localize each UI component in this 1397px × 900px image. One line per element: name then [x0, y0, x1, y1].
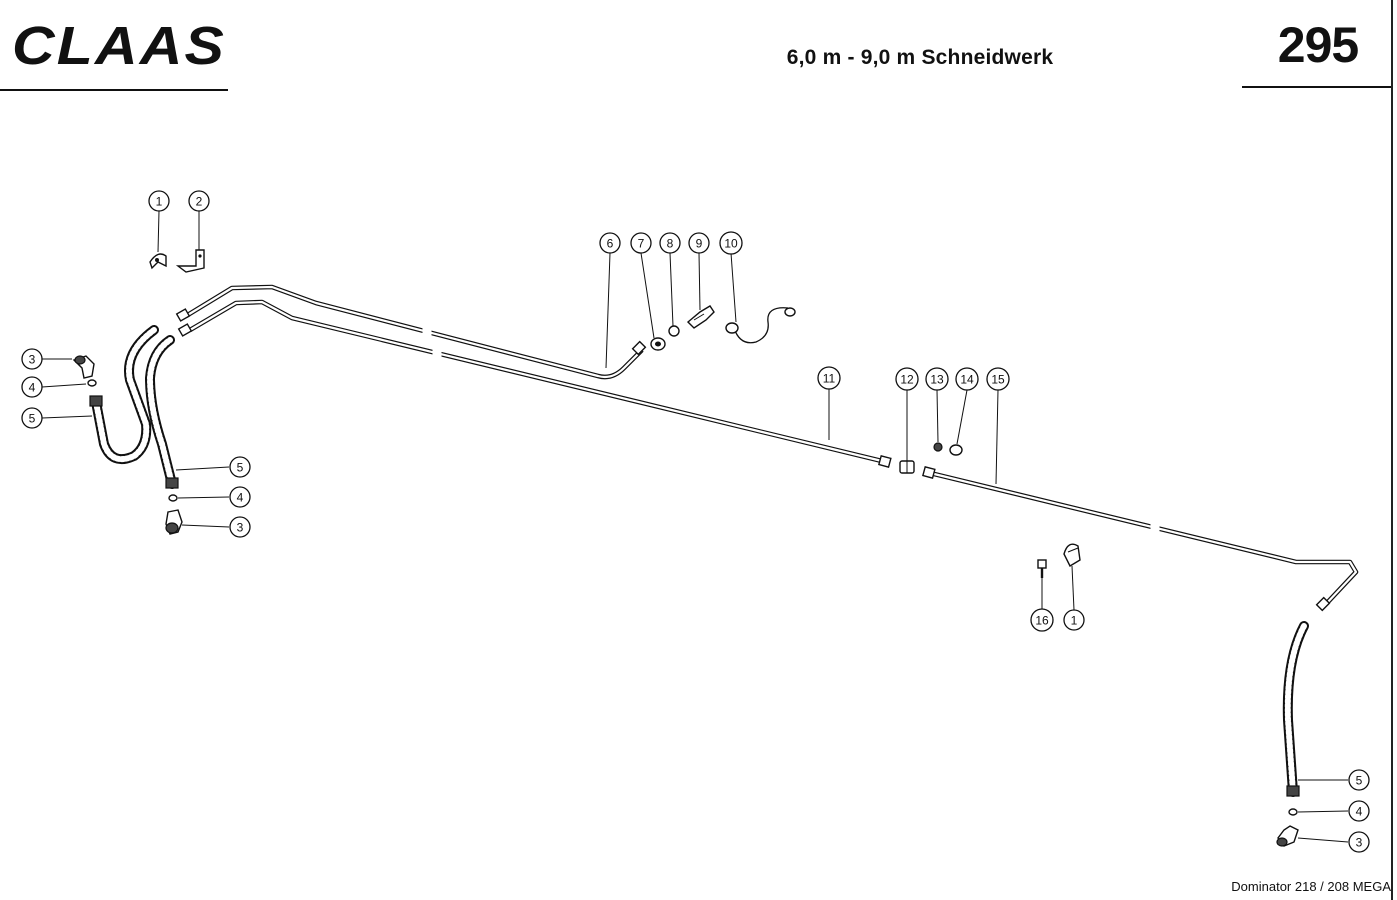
callout-10: 10 — [719, 231, 743, 255]
callout-3-right: 3 — [1348, 831, 1370, 853]
callout-8: 8 — [659, 232, 681, 254]
pipe-11 — [188, 299, 887, 465]
exploded-view-drawing: 1 2 6 7 8 9 10 3 4 5 5 4 3 11 12 13 14 1… — [21, 190, 1370, 853]
svg-text:5: 5 — [29, 412, 36, 426]
hose-ferrule — [89, 395, 103, 407]
claas-logo-graphic: CLAAS — [12, 16, 226, 76]
callout-1-lower: 1 — [1063, 609, 1085, 631]
svg-text:15: 15 — [991, 373, 1005, 387]
svg-text:14: 14 — [960, 373, 974, 387]
claas-logo: CLAAS — [8, 14, 234, 78]
pipe-15 — [929, 470, 1359, 606]
model-footer: Dominator 218 / 208 MEGA — [1231, 879, 1391, 894]
svg-text:8: 8 — [667, 237, 674, 251]
logo-underline — [0, 89, 228, 91]
svg-text:3: 3 — [237, 521, 244, 535]
elbow-fitting-3-middle — [165, 509, 183, 535]
svg-text:4: 4 — [29, 381, 36, 395]
svg-text:6: 6 — [607, 237, 614, 251]
callout-4-left: 4 — [21, 376, 43, 398]
seal-ring-4-left — [87, 379, 97, 387]
pipe-6 — [184, 284, 644, 380]
elbow-fitting-3-left — [72, 355, 95, 379]
callout-15: 15 — [986, 367, 1010, 391]
hose-5-middle — [144, 335, 177, 489]
svg-text:3: 3 — [1356, 836, 1363, 850]
page-border-right — [1391, 0, 1393, 900]
svg-text:10: 10 — [724, 237, 738, 251]
callout-5-middle: 5 — [229, 456, 251, 478]
elbow-fitting-3-right — [1276, 825, 1299, 847]
seal-ring-4-middle — [168, 494, 178, 502]
nipple-part-9 — [686, 305, 715, 329]
nut-part-7 — [650, 337, 666, 351]
svg-text:11: 11 — [823, 372, 836, 386]
leader-lines — [41, 210, 1349, 843]
callout-9: 9 — [688, 232, 710, 254]
callout-4-middle: 4 — [229, 486, 251, 508]
bracket-part-2 — [175, 249, 205, 273]
callout-11: 11 — [817, 366, 841, 390]
svg-text:7: 7 — [638, 237, 645, 251]
svg-text:9: 9 — [696, 237, 703, 251]
svg-text:12: 12 — [900, 373, 914, 387]
clamp-part-1-lower — [1063, 543, 1081, 567]
svg-text:16: 16 — [1035, 614, 1049, 628]
hose-5-left — [91, 325, 159, 464]
callout-6: 6 — [599, 232, 621, 254]
washer-part-8 — [668, 325, 680, 337]
pipe-end-nuts — [175, 308, 1331, 612]
svg-text:5: 5 — [1356, 774, 1363, 788]
callout-4-right: 4 — [1348, 800, 1370, 822]
callout-14: 14 — [955, 367, 979, 391]
svg-text:2: 2 — [196, 195, 203, 209]
page-title: 6,0 m - 9,0 m Schneidwerk — [786, 46, 1054, 69]
callout-2: 2 — [188, 190, 210, 212]
page-header: CLAAS 6,0 m - 9,0 m Schneidwerk 295 — [0, 0, 1397, 92]
hose-ferrule — [1286, 785, 1300, 797]
cap-part-10 — [725, 307, 796, 344]
callout-12: 12 — [895, 367, 919, 391]
callout-3-left: 3 — [21, 348, 43, 370]
callout-3-middle: 3 — [229, 516, 251, 538]
callout-7: 7 — [630, 232, 652, 254]
callout-1-top: 1 — [148, 190, 170, 212]
svg-text:4: 4 — [237, 491, 244, 505]
callout-13: 13 — [925, 367, 949, 391]
ring-part-13 — [933, 442, 943, 452]
union-part-12 — [899, 460, 915, 474]
bolt-part-16 — [1037, 559, 1047, 578]
svg-text:13: 13 — [930, 373, 944, 387]
brand-wordmark: CLAAS — [12, 16, 226, 76]
nut-part-14 — [949, 444, 963, 456]
callout-16: 16 — [1030, 608, 1054, 632]
clamp-part-1 — [149, 253, 167, 270]
svg-text:3: 3 — [29, 353, 36, 367]
svg-text:4: 4 — [1356, 805, 1363, 819]
page-number: 295 — [1277, 17, 1359, 73]
hose-5-right — [1282, 621, 1309, 797]
hose-ferrule — [165, 477, 179, 489]
callout-5-right: 5 — [1348, 769, 1370, 791]
svg-text:5: 5 — [237, 461, 244, 475]
seal-ring-4-right — [1288, 808, 1298, 816]
svg-text:1: 1 — [1071, 614, 1078, 628]
callout-5-left: 5 — [21, 407, 43, 429]
svg-text:1: 1 — [156, 195, 163, 209]
parts-diagram: 1 2 6 7 8 9 10 3 4 5 5 4 3 11 12 13 14 1… — [0, 92, 1397, 882]
page-number-underline — [1242, 86, 1392, 88]
